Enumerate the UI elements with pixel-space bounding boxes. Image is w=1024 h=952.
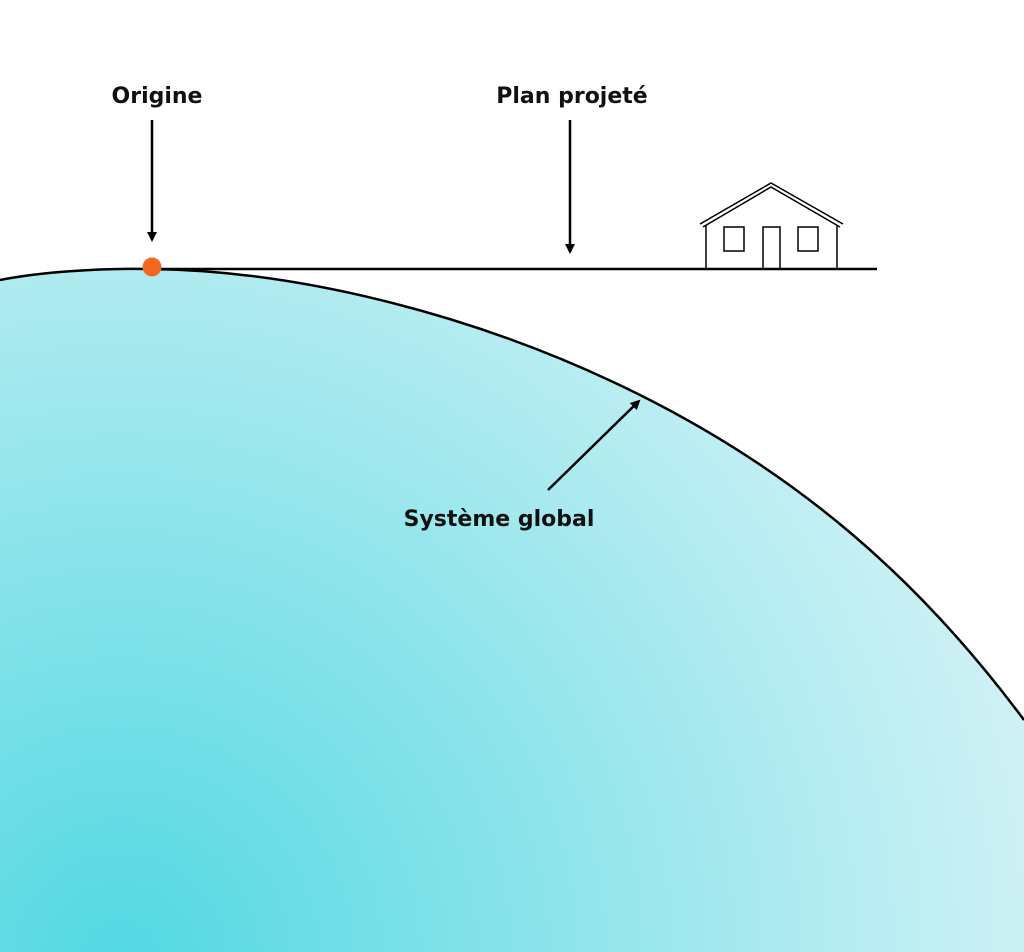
globe-outline	[0, 267, 1024, 721]
globe-surface	[0, 268, 1024, 952]
origin-dot	[142, 257, 162, 277]
global-system-label: Système global	[404, 507, 595, 532]
global-system-arrow	[547, 399, 641, 491]
projected-plane-label: Plan projeté	[496, 84, 647, 109]
house-icon	[699, 182, 844, 270]
origin-label: Origine	[112, 84, 203, 109]
